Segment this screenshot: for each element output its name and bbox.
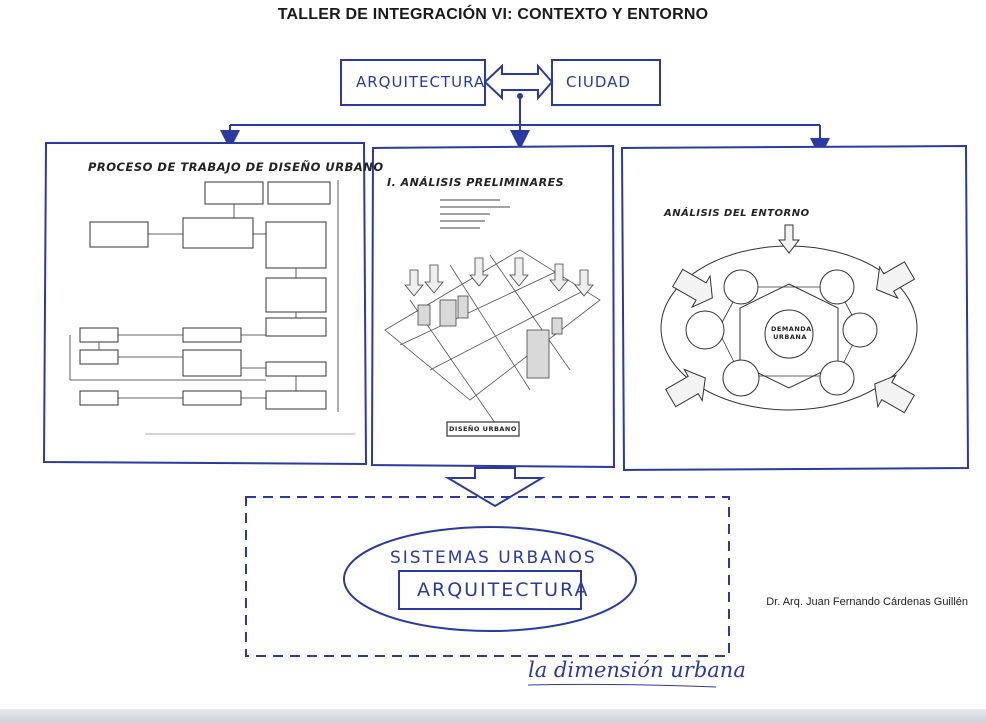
demanda-urbana-label: DEMANDA URBANA xyxy=(771,325,812,341)
top-relation-diagram xyxy=(220,59,830,158)
sistemas-urbanos-label: SISTEMAS URBANOS xyxy=(390,548,597,568)
panel-proceso xyxy=(42,142,368,466)
diseno-urbano-label: DISEÑO URBANO xyxy=(449,425,517,433)
double-arrow-icon xyxy=(483,63,554,101)
panel-analisis-entorno-title: ANÁLISIS DEL ENTORNO xyxy=(664,208,810,219)
arquitectura-label: ARQUITECTURA xyxy=(356,73,486,91)
panel-analisis-preliminares-title: I. ANÁLISIS PRELIMINARES xyxy=(387,176,565,189)
diseno-urbano-box xyxy=(446,421,520,437)
author-credit: Dr. Arq. Juan Fernando Cárdenas Guillén xyxy=(766,596,968,608)
tagline: la dimensión urbana xyxy=(528,658,746,682)
panel-analisis-entorno xyxy=(620,144,970,472)
panel-analisis-preliminares xyxy=(370,144,616,469)
panel-proceso-title: PROCESO DE TRABAJO DE DISEÑO URBANO xyxy=(88,160,384,174)
page-title: TALLER DE INTEGRACIÓN VI: CONTEXTO Y ENT… xyxy=(277,6,709,23)
sistemas-urbanos-diagram xyxy=(245,496,730,657)
arquitectura-inner-label: ARQUITECTURA xyxy=(417,579,590,601)
scan-edge xyxy=(0,709,986,723)
down-arrow-icon xyxy=(444,467,546,508)
ciudad-label: CIUDAD xyxy=(566,73,631,91)
